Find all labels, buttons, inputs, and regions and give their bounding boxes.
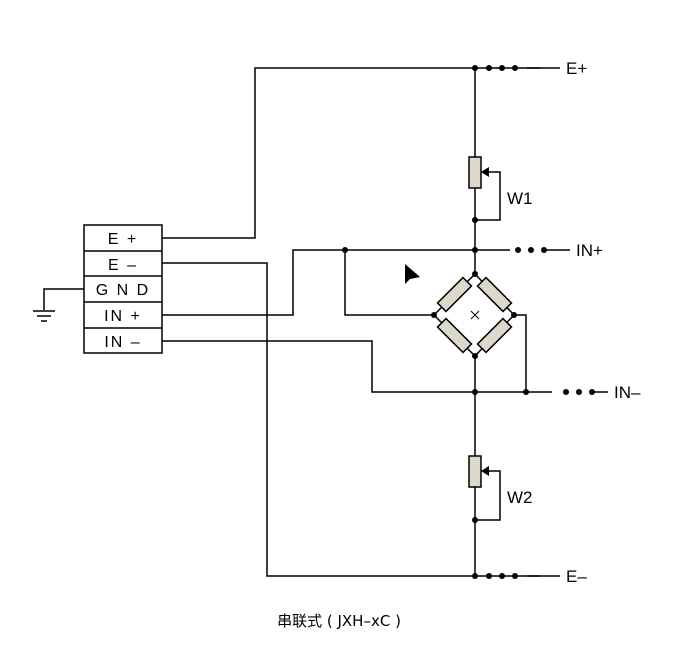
ellipsis-e-plus <box>486 65 518 71</box>
terminal-in-minus: IN – <box>104 334 141 351</box>
bridge-resistor-bottom-right <box>476 317 513 354</box>
wire-e-plus <box>162 67 540 239</box>
bridge-resistor-top-right <box>476 276 513 313</box>
label-w2: W2 <box>507 488 533 507</box>
ellipsis-in-minus <box>563 389 595 395</box>
wire-bridge-in-minus <box>514 314 527 392</box>
label-e-minus: E– <box>566 567 587 586</box>
terminal-in-plus: IN + <box>104 308 142 325</box>
label-w1: W1 <box>507 189 533 208</box>
w2-wiper <box>475 470 501 521</box>
mouse-pointer-icon <box>405 264 420 284</box>
ellipsis-e-minus <box>486 573 518 579</box>
diagram-caption: 串联式 ( JXH–xC ) <box>277 612 401 630</box>
label-in-minus: IN– <box>614 383 641 402</box>
label-e-plus: E+ <box>566 59 587 78</box>
wire-in-plus-bridge <box>344 250 434 316</box>
wire-in-minus <box>162 340 526 393</box>
resistor-w2 <box>468 455 489 488</box>
bridge <box>432 272 516 358</box>
terminal-e-plus: E + <box>108 231 138 248</box>
terminal-e-minus: E – <box>108 257 138 274</box>
terminal-gnd: G N D <box>96 282 150 299</box>
resistor-w1 <box>468 156 489 189</box>
bridge-resistor-top-left <box>436 276 473 313</box>
w1-wiper <box>475 171 501 221</box>
ground-icon <box>33 310 55 322</box>
wire-gnd <box>43 288 84 310</box>
label-in-plus: IN+ <box>576 241 603 260</box>
terminal-block: E + E – G N D IN + IN – <box>83 224 163 354</box>
bridge-resistor-bottom-left <box>436 317 473 354</box>
wires <box>43 67 608 577</box>
junction-dots <box>342 65 529 579</box>
wire-e-minus <box>162 262 540 577</box>
ellipsis-in-plus <box>515 247 547 253</box>
wire-in-plus <box>162 249 345 316</box>
